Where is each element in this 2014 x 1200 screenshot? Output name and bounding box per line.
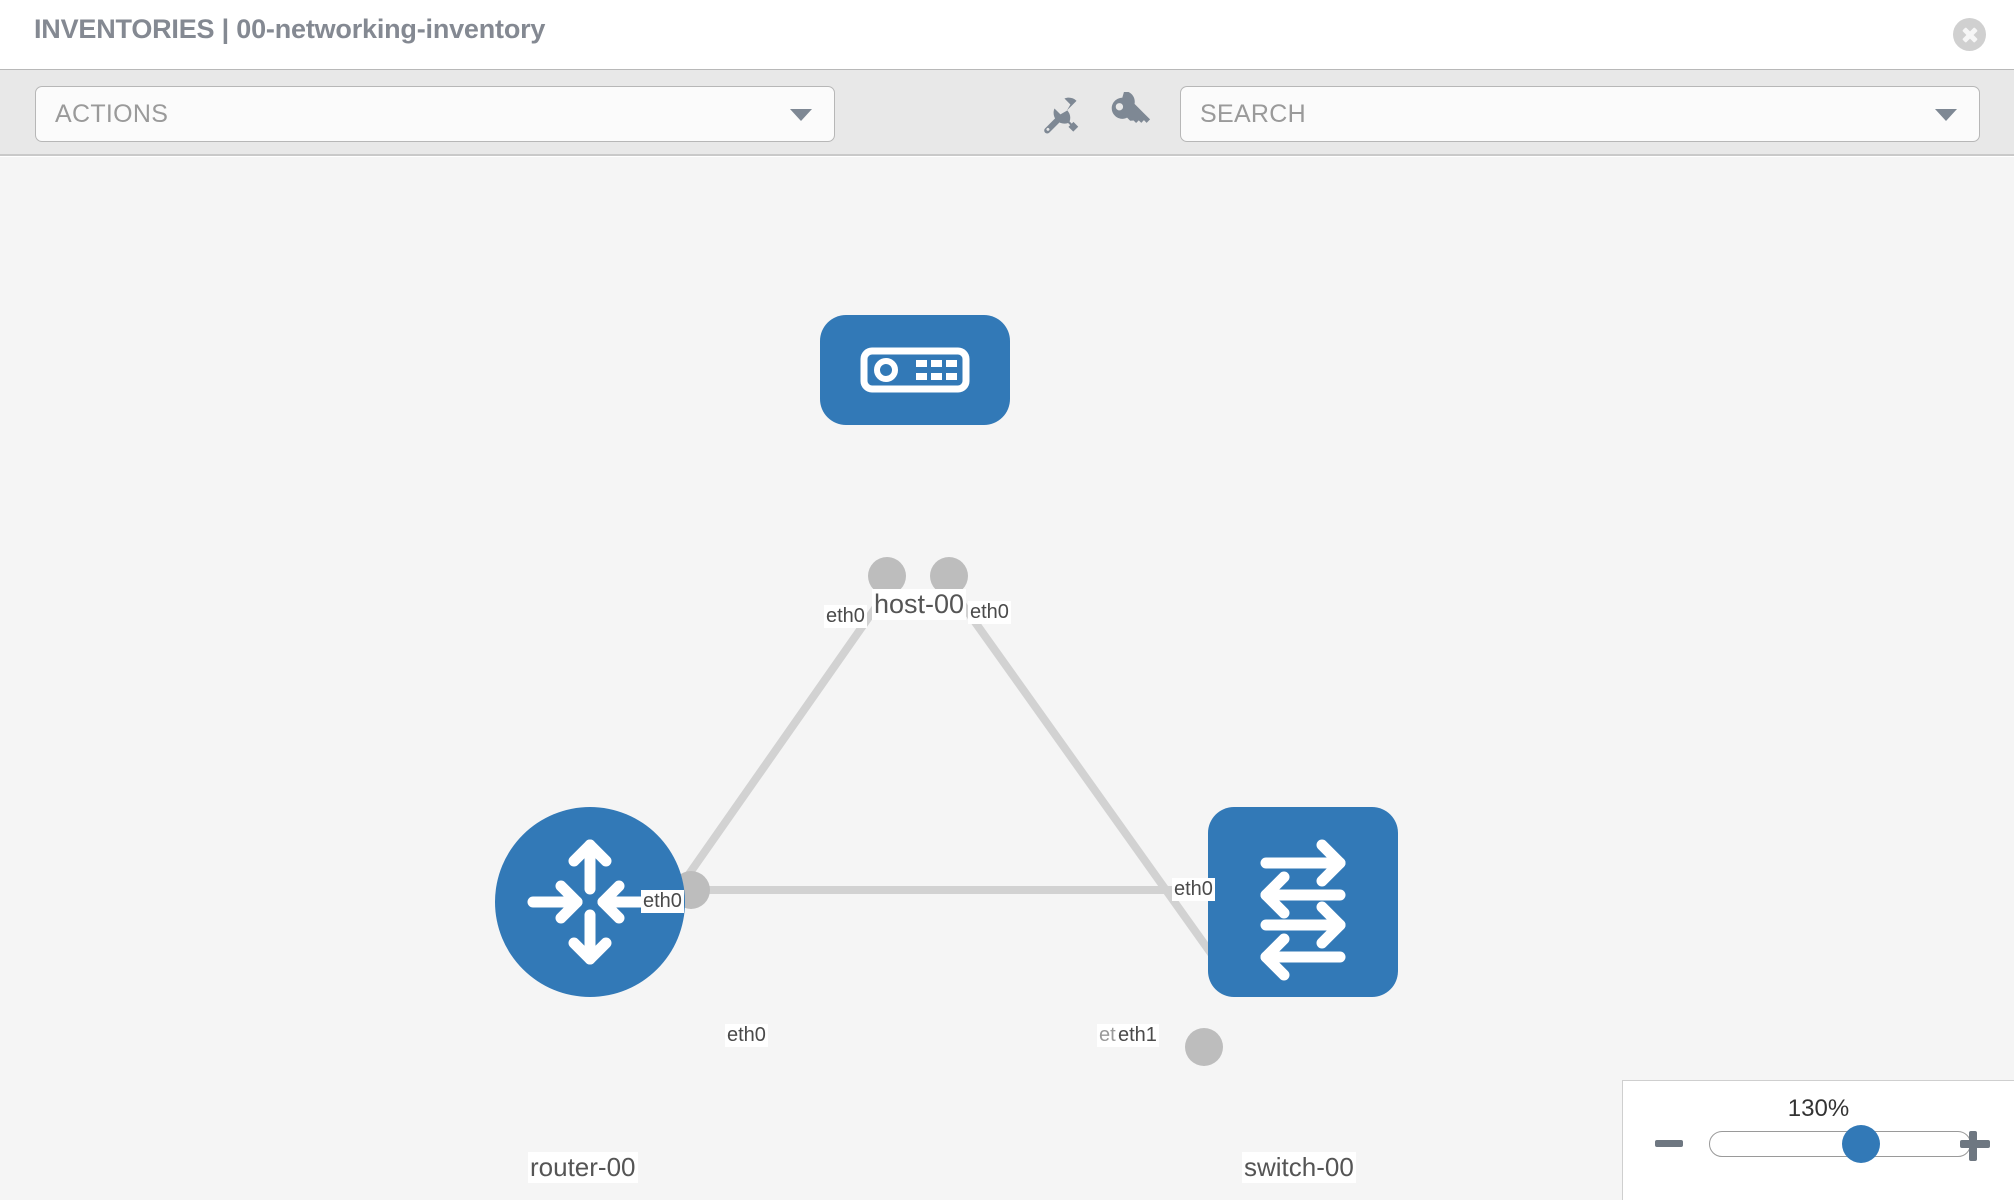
- plus-icon[interactable]: [1958, 1127, 1992, 1161]
- port-label-switch-left: eth1: [1116, 1024, 1159, 1047]
- switch-arrows-icon: [1260, 839, 1346, 981]
- node-router-00[interactable]: [495, 807, 685, 997]
- chevron-down-icon: [1935, 109, 1957, 121]
- page-title: INVENTORIES | 00-networking-inventory: [34, 14, 546, 44]
- minus-icon-bar: [1655, 1140, 1683, 1147]
- search-input[interactable]: SEARCH: [1200, 100, 1306, 128]
- zoom-control-panel: 130%: [1622, 1080, 2014, 1200]
- port-label-router-right: eth0: [725, 1024, 768, 1047]
- router-arrows-icon: [527, 839, 653, 965]
- port-label-host-left: eth0: [824, 605, 867, 628]
- minus-icon[interactable]: [1653, 1127, 1687, 1161]
- node-label-switch-00: switch-00: [1242, 1152, 1356, 1183]
- port-label-switch-up: eth0: [1172, 878, 1215, 901]
- key-icon[interactable]: [1106, 91, 1152, 138]
- zoom-slider-handle[interactable]: [1841, 1125, 1880, 1163]
- port-label-host-right: eth0: [968, 601, 1011, 624]
- zoom-level-value: 130%: [1787, 1095, 1850, 1122]
- node-switch-00[interactable]: [1208, 807, 1398, 997]
- chevron-down-icon: [790, 109, 812, 121]
- topology-edges: [606, 584, 1239, 990]
- toolbar: ACTIONS SEARCH: [0, 69, 2014, 156]
- zoom-slider[interactable]: [1709, 1125, 1971, 1163]
- node-label-host-00: host-00: [872, 589, 967, 620]
- actions-dropdown[interactable]: ACTIONS: [35, 86, 835, 142]
- node-label-router-00: router-00: [528, 1152, 638, 1183]
- page-header: INVENTORIES | 00-networking-inventory: [0, 0, 2014, 69]
- plus-icon-bar-v: [1969, 1131, 1977, 1161]
- topology-canvas[interactable]: host-00 eth0 eth0: [0, 157, 2014, 1200]
- host-node-shape: [820, 315, 1010, 425]
- host-connector-left[interactable]: [868, 557, 906, 595]
- node-host-00[interactable]: [820, 315, 1010, 425]
- close-icon[interactable]: [1953, 18, 1986, 51]
- wrench-icon[interactable]: [1038, 92, 1084, 138]
- host-connector-right[interactable]: [930, 557, 968, 595]
- actions-dropdown-label: ACTIONS: [55, 100, 169, 128]
- search-dropdown[interactable]: SEARCH: [1180, 86, 1980, 142]
- edge-host-switch: [946, 584, 1239, 990]
- switch-node-shape: [1208, 807, 1398, 997]
- port-label-router-up: eth0: [641, 890, 684, 913]
- server-icon: [860, 347, 970, 393]
- switch-connector-left[interactable]: [1185, 1028, 1223, 1066]
